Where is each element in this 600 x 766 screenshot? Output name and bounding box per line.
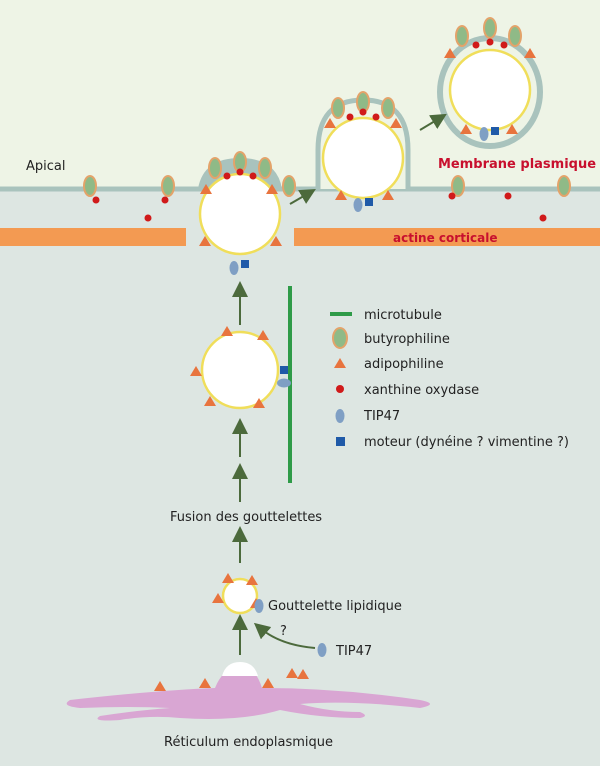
- er-label: Réticulum endoplasmique: [164, 735, 333, 750]
- fusion-label: Fusion des gouttelettes: [170, 510, 322, 525]
- tip47-free-label: TIP47: [335, 644, 372, 659]
- transported-droplet: [190, 326, 291, 410]
- arrow-tip47-binding: [253, 622, 316, 649]
- arrow-extrude-to-release: [419, 113, 447, 131]
- cytoplasm-region: [0, 188, 600, 766]
- budding-droplet-stage1: [198, 151, 282, 275]
- arrow-bud-to-extrude: [289, 188, 316, 205]
- legend-xanthine-oxidase-icon: [336, 385, 344, 393]
- free-tip47-icon: [317, 643, 327, 657]
- legend-label-microtubule: microtubule: [364, 308, 442, 323]
- legend-adipophilin-icon: [334, 358, 346, 368]
- legend-butyrophilin-icon: [332, 327, 348, 349]
- actin-bar-right: [294, 228, 600, 246]
- apical-label: Apical: [26, 159, 65, 174]
- question-mark-label: ?: [280, 624, 287, 639]
- endoplasmic-reticulum: [66, 662, 431, 721]
- budding-droplet-stage2: [315, 91, 411, 212]
- legend-label-xanthine-oxidase: xanthine oxydase: [364, 383, 479, 398]
- legend-label-butyrophilin: butyrophiline: [364, 332, 450, 347]
- secreted-milk-fat-globule: [437, 17, 543, 149]
- membrane-proteins-left: [83, 175, 296, 222]
- droplet-label: Gouttelette lipidique: [268, 599, 402, 614]
- legend-motor-icon: [336, 437, 345, 446]
- legend-label-motor: moteur (dynéine ? vimentine ?): [364, 435, 569, 450]
- legend-tip47-icon: [335, 409, 345, 423]
- membrane-label: Membrane plasmique: [438, 157, 596, 172]
- legend: microtubule butyrophiline adipophiline x…: [330, 308, 569, 450]
- legend-label-adipophilin: adipophiline: [364, 357, 444, 372]
- actin-bar-left: [0, 228, 186, 246]
- membrane-proteins-right: [448, 175, 571, 222]
- actin-label: actine corticale: [393, 231, 498, 245]
- legend-label-tip47: TIP47: [363, 409, 400, 424]
- small-lipid-droplet: [212, 573, 264, 615]
